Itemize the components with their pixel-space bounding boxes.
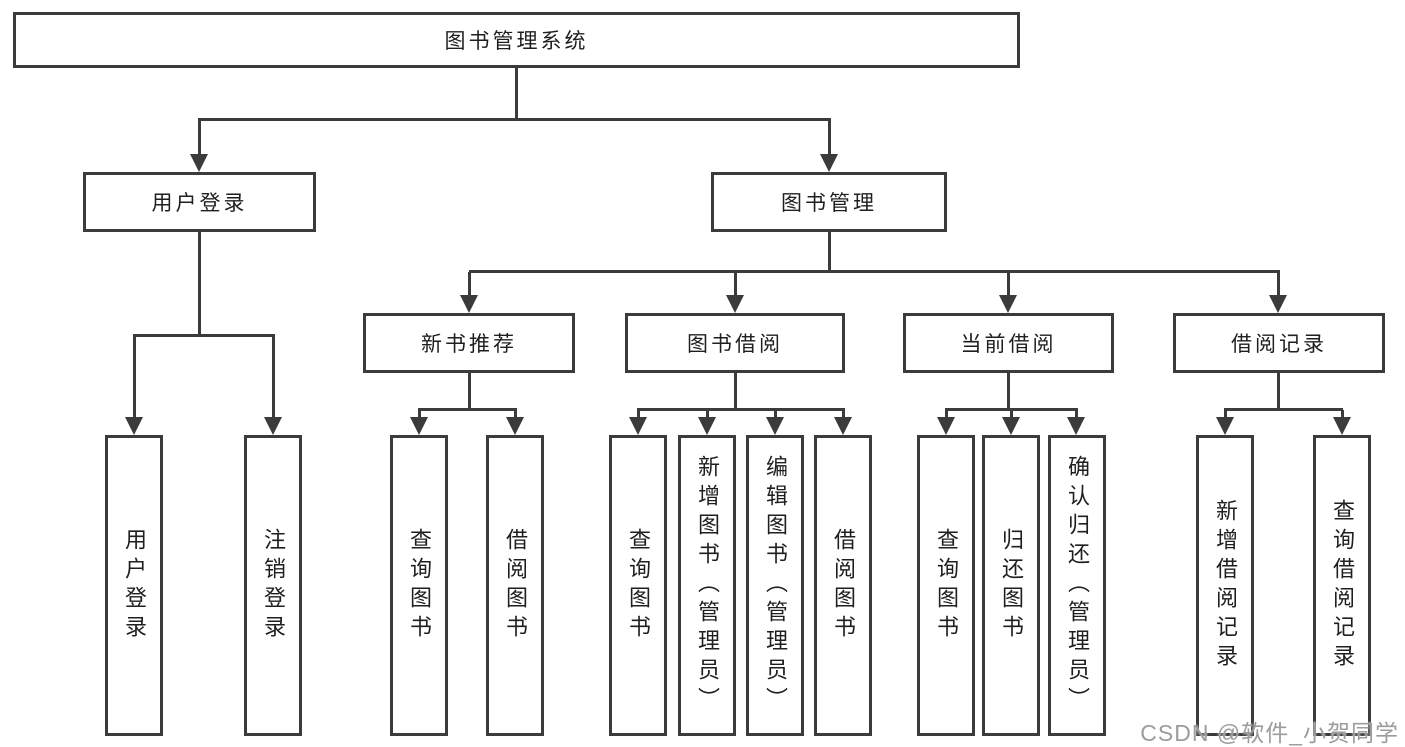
arrow-down-icon <box>937 417 955 435</box>
connector-line <box>637 410 640 420</box>
connector-line <box>734 272 737 298</box>
arrow-down-icon <box>726 295 744 313</box>
connector-line <box>133 336 136 418</box>
arrow-down-icon <box>820 154 838 172</box>
node-user-login-label: 用户登录 <box>151 192 248 215</box>
leaf-add-books-admin: 新增图书（管理员） <box>678 435 736 736</box>
node-current-borrow-label: 当前借阅 <box>960 333 1057 356</box>
arrow-down-icon <box>834 417 852 435</box>
node-book-management-label: 图书管理 <box>781 192 877 215</box>
connector-line <box>828 232 831 272</box>
leaf-add-borrow-record-label: 新增借阅记录 <box>1213 498 1238 673</box>
arrow-down-icon <box>1333 417 1351 435</box>
leaf-query-books-recommend-label: 查询图书 <box>407 527 432 644</box>
leaf-confirm-return-admin: 确认归还（管理员） <box>1048 435 1106 736</box>
arrow-down-icon <box>1002 417 1020 435</box>
leaf-query-books-borrow-label: 查询图书 <box>626 527 651 644</box>
leaf-logout: 注销登录 <box>244 435 302 736</box>
connector-line <box>1075 410 1078 420</box>
connector-line <box>828 120 831 156</box>
arrow-down-icon <box>506 417 524 435</box>
node-borrow-records-label: 借阅记录 <box>1231 333 1327 356</box>
leaf-query-books-recommend: 查询图书 <box>390 435 448 736</box>
arrow-down-icon <box>460 295 478 313</box>
leaf-borrow-books-recommend-label: 借阅图书 <box>503 527 528 644</box>
connector-line <box>945 410 948 420</box>
leaf-query-books-current: 查询图书 <box>917 435 975 736</box>
arrow-down-icon <box>125 417 143 435</box>
node-new-book-recommend-label: 新书推荐 <box>421 333 517 356</box>
connector-line <box>198 232 201 336</box>
connector-line <box>706 410 709 420</box>
leaf-user-login-label: 用户登录 <box>122 527 147 644</box>
node-root: 图书管理系统 <box>13 12 1020 68</box>
connector-line <box>198 118 831 121</box>
leaf-add-books-admin-label: 新增图书（管理员） <box>695 455 720 716</box>
leaf-edit-books-admin: 编辑图书（管理员） <box>746 435 804 736</box>
connector-line <box>515 68 518 120</box>
connector-line <box>1007 373 1010 410</box>
connector-line <box>842 410 845 420</box>
connector-line <box>514 410 517 420</box>
node-user-login: 用户登录 <box>83 172 316 232</box>
arrow-down-icon <box>410 417 428 435</box>
connector-line <box>1007 272 1010 298</box>
leaf-edit-books-admin-label: 编辑图书（管理员） <box>763 455 788 716</box>
arrow-down-icon <box>190 154 208 172</box>
connector-line <box>945 408 1078 411</box>
leaf-logout-label: 注销登录 <box>261 527 286 644</box>
arrow-down-icon <box>264 417 282 435</box>
connector-line <box>468 373 471 410</box>
connector-line <box>734 373 737 410</box>
arrow-down-icon <box>698 417 716 435</box>
connector-line <box>774 410 777 420</box>
connector-line <box>637 408 845 411</box>
leaf-query-borrow-record-label: 查询借阅记录 <box>1330 498 1355 673</box>
node-borrow-records: 借阅记录 <box>1173 313 1385 373</box>
connector-line <box>198 120 201 156</box>
leaf-confirm-return-admin-label: 确认归还（管理员） <box>1065 455 1090 716</box>
arrow-down-icon <box>1269 295 1287 313</box>
node-current-borrow: 当前借阅 <box>903 313 1114 373</box>
arrow-down-icon <box>1067 417 1085 435</box>
arrow-down-icon <box>1216 417 1234 435</box>
connector-line <box>418 408 517 411</box>
node-book-management: 图书管理 <box>711 172 947 232</box>
node-new-book-recommend: 新书推荐 <box>363 313 575 373</box>
connector-line <box>1010 410 1013 420</box>
node-book-borrow: 图书借阅 <box>625 313 845 373</box>
connector-line <box>418 410 421 420</box>
connector-line <box>1277 272 1280 298</box>
connector-line <box>1224 408 1343 411</box>
leaf-borrow-books: 借阅图书 <box>814 435 872 736</box>
connector-line <box>1341 410 1344 420</box>
connector-line <box>469 270 1280 273</box>
leaf-add-borrow-record: 新增借阅记录 <box>1196 435 1254 736</box>
node-root-label: 图书管理系统 <box>444 30 589 53</box>
connector-line <box>468 272 471 298</box>
leaf-return-books-label: 归还图书 <box>999 527 1024 644</box>
leaf-return-books: 归还图书 <box>982 435 1040 736</box>
leaf-user-login: 用户登录 <box>105 435 163 736</box>
connector-line <box>1224 410 1227 420</box>
arrow-down-icon <box>629 417 647 435</box>
leaf-borrow-books-label: 借阅图书 <box>831 527 856 644</box>
arrow-down-icon <box>766 417 784 435</box>
connector-line <box>1277 373 1280 410</box>
leaf-query-borrow-record: 查询借阅记录 <box>1313 435 1371 736</box>
leaf-borrow-books-recommend: 借阅图书 <box>486 435 544 736</box>
leaf-query-books-current-label: 查询图书 <box>934 527 959 644</box>
arrow-down-icon <box>999 295 1017 313</box>
connector-line <box>272 336 275 418</box>
connector-line <box>133 334 275 337</box>
csdn-watermark: CSDN @软件_小贺同学 <box>1140 720 1399 746</box>
node-book-borrow-label: 图书借阅 <box>687 333 783 356</box>
leaf-query-books-borrow: 查询图书 <box>609 435 667 736</box>
